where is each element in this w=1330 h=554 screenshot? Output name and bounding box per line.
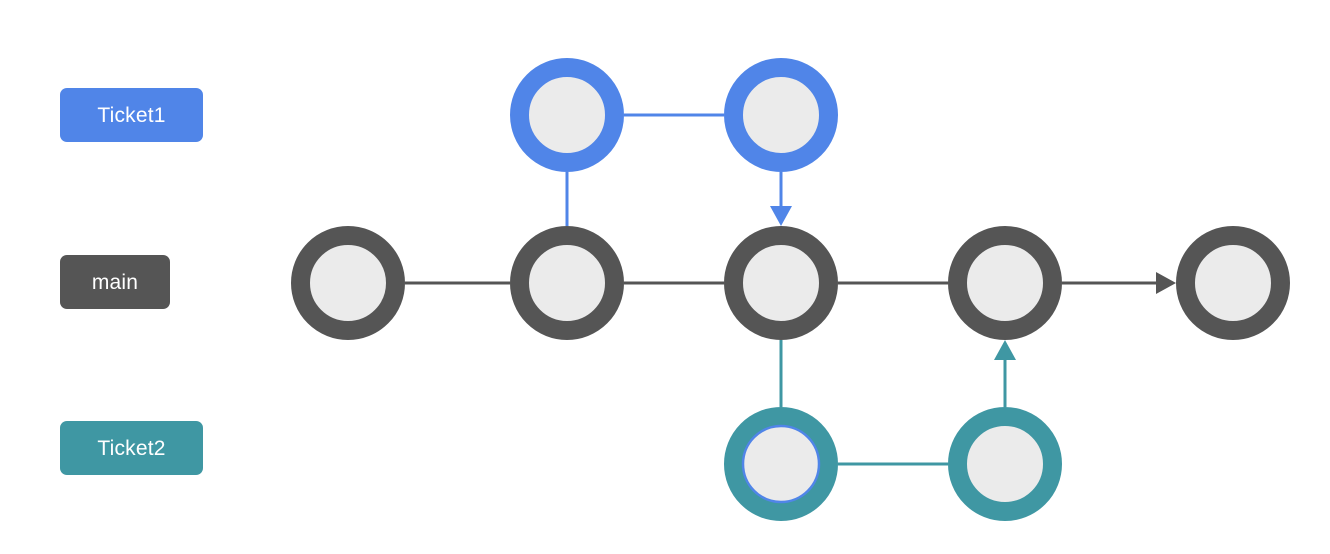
commit-node-ticket2-1[interactable] — [724, 407, 838, 521]
commit-node-main-4[interactable] — [948, 226, 1062, 340]
commit-node-ring — [1176, 226, 1290, 340]
commit-node-ring — [510, 58, 624, 172]
edge-main-4-to-5 — [1062, 272, 1176, 294]
commit-node-main-2[interactable] — [510, 226, 624, 340]
commit-node-ring — [724, 407, 838, 521]
commit-node-main-5[interactable] — [1176, 226, 1290, 340]
commit-node-ring — [948, 407, 1062, 521]
commit-node-ring — [724, 226, 838, 340]
commit-node-ticket1-1[interactable] — [510, 58, 624, 172]
edge-ticket2-2-to-main-4 — [994, 340, 1016, 407]
commit-node-ring — [948, 226, 1062, 340]
branch-label-ticket2-text: Ticket2 — [97, 436, 166, 460]
branch-label-ticket1-text: Ticket1 — [97, 103, 166, 127]
commit-node-main-3[interactable] — [724, 226, 838, 340]
branch-label-main-text: main — [91, 270, 139, 294]
edge-ticket1-2-to-main-3 — [770, 172, 792, 226]
commit-node-ring — [291, 226, 405, 340]
commit-node-ticket2-2[interactable] — [948, 407, 1062, 521]
edge-layer — [405, 113, 1176, 466]
edge-arrowhead — [770, 206, 792, 226]
branch-label-ticket2[interactable]: Ticket2 — [60, 421, 203, 475]
commit-node-ring — [510, 226, 624, 340]
commit-node-ticket1-2[interactable] — [724, 58, 838, 172]
commit-node-ring — [724, 58, 838, 172]
commit-node-inner-ring — [741, 424, 821, 504]
branch-label-ticket1[interactable]: Ticket1 — [60, 88, 203, 142]
branch-label-main[interactable]: main — [60, 255, 170, 309]
node-layer — [291, 58, 1290, 521]
edge-arrowhead — [1156, 272, 1176, 294]
commit-node-main-1[interactable] — [291, 226, 405, 340]
edge-arrowhead — [994, 340, 1016, 360]
